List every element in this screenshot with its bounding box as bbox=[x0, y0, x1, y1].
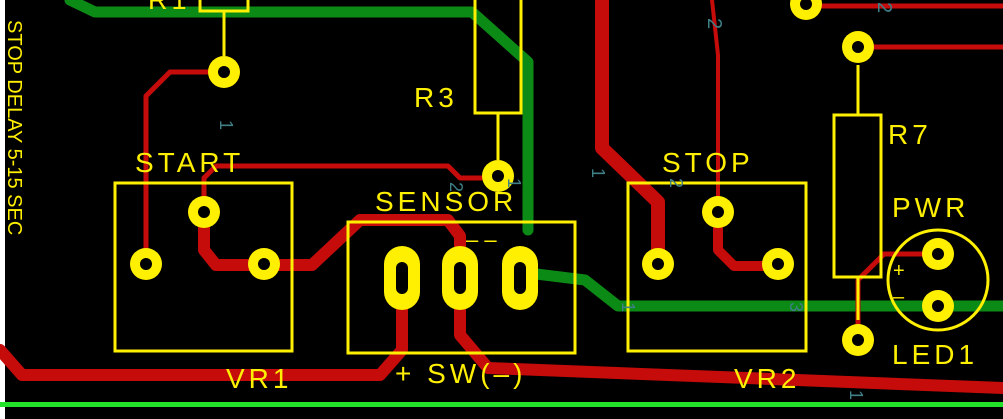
hole bbox=[218, 66, 230, 78]
vr2-outline bbox=[626, 181, 808, 353]
pin-number-r3-b: 1 bbox=[504, 178, 524, 188]
hole bbox=[932, 300, 944, 312]
red-trace-stop-big bbox=[595, 0, 665, 269]
label-r3: R3 bbox=[414, 82, 458, 113]
sensor-switch-outline bbox=[346, 220, 577, 355]
red-trace-start-left bbox=[143, 69, 225, 265]
hole bbox=[852, 41, 864, 53]
green-traces bbox=[64, 0, 1003, 312]
hole bbox=[514, 262, 526, 294]
label-led-plus: + bbox=[893, 260, 905, 282]
label-sensor-dashes: – – bbox=[466, 227, 497, 252]
red-trace-start-wiper bbox=[198, 206, 466, 274]
pad-holes bbox=[140, 0, 944, 346]
label-start: START bbox=[135, 147, 244, 178]
hole bbox=[852, 334, 864, 346]
board-bottom-edge bbox=[0, 402, 1003, 407]
pin-number-r1: 1 bbox=[216, 120, 236, 130]
green-trace-top bbox=[64, 0, 534, 236]
label-led1: LED1 bbox=[892, 339, 978, 370]
pin-number-top-2b: 2 bbox=[873, 2, 895, 13]
label-led-minus: – bbox=[893, 286, 905, 308]
red-trace-sensor-down bbox=[454, 266, 1003, 394]
silkscreen-labels: R1 R3 START SENSOR – – VR1 + SW(–) STOP … bbox=[3, 0, 978, 394]
board-left-edge bbox=[0, 0, 5, 419]
label-stop: STOP bbox=[662, 147, 754, 178]
label-r1: R1 bbox=[148, 0, 191, 15]
label-pwr: PWR bbox=[892, 192, 969, 223]
label-sw: + SW(–) bbox=[395, 358, 526, 389]
green-trace-sensor-vr2 bbox=[514, 266, 1003, 312]
hole bbox=[652, 258, 664, 270]
silkscreen-outlines bbox=[113, 0, 990, 355]
pin-number-vr2-1: 1 bbox=[618, 302, 638, 312]
label-vr2: VR2 bbox=[734, 363, 800, 394]
vr1-outline bbox=[113, 181, 294, 353]
pin-number-vr2-2: 2 bbox=[666, 178, 686, 188]
led1-outline bbox=[886, 228, 990, 332]
hole bbox=[140, 258, 152, 270]
board-side-label: STOP DELAY 5-15 SEC bbox=[3, 20, 25, 235]
pin-number-top-2a: 2 bbox=[703, 18, 725, 29]
hole bbox=[198, 206, 210, 218]
hole bbox=[258, 258, 270, 270]
r7-body bbox=[832, 113, 883, 279]
pin-number-r3: 2 bbox=[446, 182, 466, 192]
red-trace-stop-wiper bbox=[713, 207, 783, 271]
pin-number-vr2-3: 3 bbox=[786, 302, 806, 312]
label-r7: R7 bbox=[888, 119, 932, 150]
hole bbox=[932, 248, 944, 260]
hole bbox=[492, 170, 504, 182]
hole bbox=[396, 262, 408, 294]
hole bbox=[772, 258, 784, 270]
label-vr1: VR1 bbox=[226, 363, 292, 394]
pin-number-stop-1: 1 bbox=[588, 168, 608, 178]
label-sensor: SENSOR bbox=[375, 186, 517, 217]
red-trace-bottom-long bbox=[0, 266, 408, 381]
hole bbox=[800, 0, 812, 10]
hole bbox=[712, 206, 724, 218]
pin-number-labels: 1 2 1 1 2 1 3 2 2 1 bbox=[216, 2, 895, 400]
pin-number-bottom-1: 1 bbox=[846, 390, 866, 400]
red-trace-stop-up bbox=[710, 0, 720, 214]
hole bbox=[454, 262, 466, 294]
